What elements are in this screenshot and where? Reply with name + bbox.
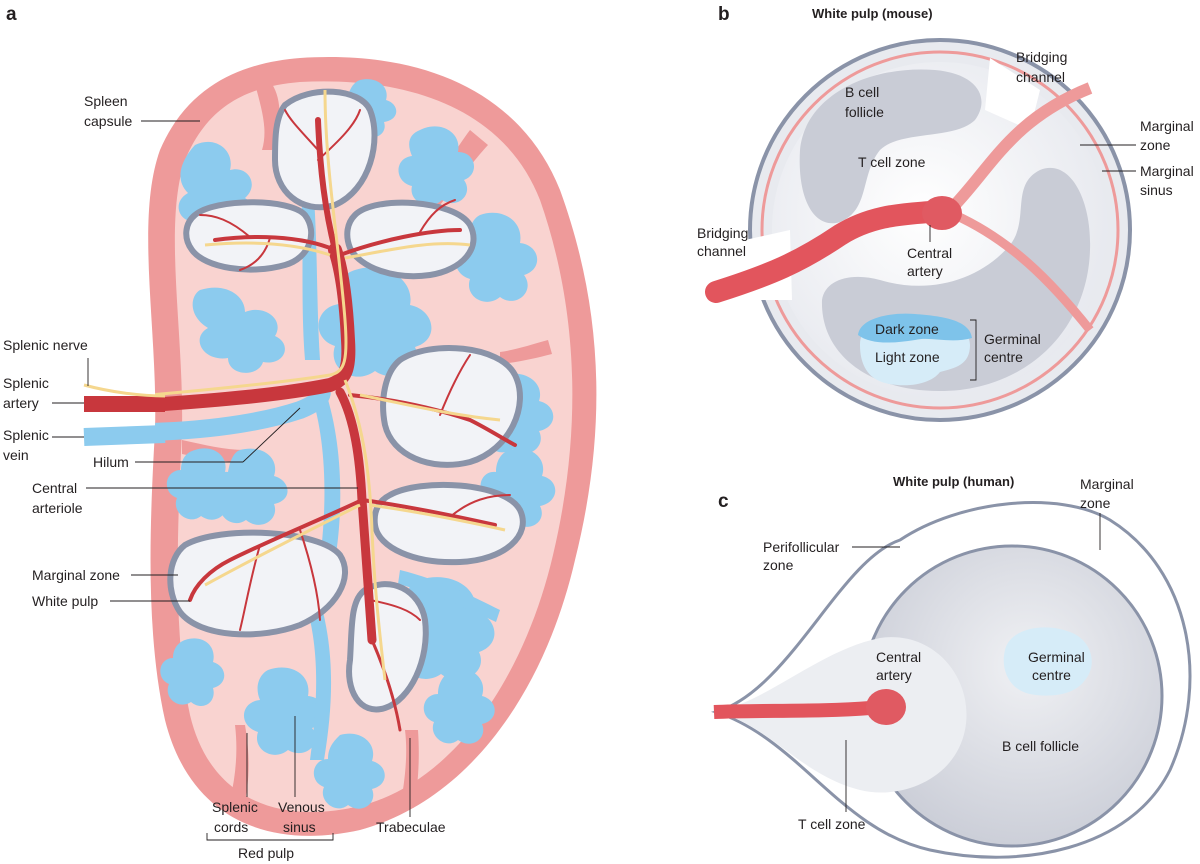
label-splenic-artery-1: Splenic [3, 375, 49, 391]
label-b-tcell: T cell zone [858, 154, 926, 170]
label-c-marginal-zone-2: zone [1080, 495, 1111, 511]
leader-hilum-2 [242, 407, 301, 463]
label-spleen-capsule-2: capsule [84, 113, 132, 129]
label-b-bridging-top-2: channel [1016, 69, 1065, 85]
label-c-perifollicular-1: Perifollicular [763, 539, 840, 555]
venous-sinuses [160, 79, 556, 809]
mouse-b-cell-follicle-top [799, 69, 982, 224]
bridging-gap-top [985, 58, 1040, 130]
label-b-bridging-left-2: channel [697, 243, 746, 259]
label-b-light-zone: Light zone [875, 349, 940, 365]
label-b-bcell-1: B cell [845, 84, 879, 100]
mouse-bridging-artery [705, 199, 956, 303]
bracket-b-germinal [970, 319, 977, 381]
label-splenic-artery-2: artery [3, 395, 39, 411]
label-c-marginal-zone-1: Marginal [1080, 476, 1134, 492]
human-central-artery [866, 689, 906, 725]
label-c-perifollicular-2: zone [763, 557, 794, 573]
label-marginal-zone: Marginal zone [32, 567, 120, 583]
panel-b-letter: b [718, 4, 730, 25]
label-hilum: Hilum [93, 454, 129, 470]
human-germinal-centre [1003, 627, 1092, 696]
label-b-bridging-left-1: Bridging [697, 225, 748, 241]
label-b-central-artery-1: Central [907, 245, 952, 261]
mouse-marginal-zone-ring [760, 50, 1120, 410]
label-white-pulp: White pulp [32, 593, 98, 609]
mouse-dark-zone [858, 313, 972, 343]
label-c-germinal-1: Germinal [1028, 649, 1085, 665]
panel-b-title: White pulp (mouse) [812, 6, 933, 21]
label-b-germinal-2: centre [984, 349, 1023, 365]
label-b-bridging-top-1: Bridging [1016, 49, 1067, 65]
label-venous-sinus-1: Venous [278, 799, 325, 815]
label-red-pulp: Red pulp [238, 845, 294, 861]
label-b-central-artery-2: artery [907, 263, 943, 279]
label-spleen-capsule-1: Spleen [84, 93, 128, 109]
human-central-artery-vessel [713, 701, 871, 719]
label-c-tcell: T cell zone [798, 816, 866, 832]
mouse-central-artery [922, 196, 962, 230]
label-venous-sinus-2: sinus [283, 819, 316, 835]
label-c-germinal-2: centre [1032, 667, 1071, 683]
mouse-branch-down [953, 210, 1094, 333]
splenic-vein-inner [149, 380, 331, 441]
label-splenic-vein-1: Splenic [3, 427, 49, 443]
label-b-marginal-zone-2: zone [1140, 137, 1171, 153]
nerve-fibres [149, 89, 506, 681]
label-c-central-artery-1: Central [876, 649, 921, 665]
label-b-germinal-1: Germinal [984, 331, 1041, 347]
label-central-arteriole-2: arteriole [32, 500, 83, 516]
mouse-branch-top [945, 82, 1093, 215]
panel-c: c White pulp (human) Marginal zone Perif… [711, 474, 1192, 859]
label-b-marginal-sinus-1: Marginal [1140, 163, 1194, 179]
label-central-arteriole-1: Central [32, 480, 77, 496]
splenic-vein [83, 425, 166, 446]
label-splenic-vein-2: vein [3, 447, 29, 463]
panel-b: b White pulp (mouse) Bridging channel B … [697, 4, 1194, 422]
splenic-nerve [83, 383, 166, 398]
label-c-central-artery-2: artery [876, 667, 912, 683]
label-b-dark-zone: Dark zone [875, 321, 939, 337]
label-b-bcell-2: follicle [845, 104, 884, 120]
panel-c-letter: c [718, 491, 729, 512]
label-splenic-nerve: Splenic nerve [3, 337, 88, 353]
label-c-bcell: B cell follicle [1002, 738, 1079, 754]
label-splenic-cords-2: cords [214, 819, 248, 835]
label-b-marginal-sinus-2: sinus [1140, 182, 1173, 198]
label-b-marginal-zone-1: Marginal [1140, 118, 1194, 134]
panel-a: a [3, 4, 597, 861]
panel-a-letter: a [6, 4, 17, 25]
panel-c-title: White pulp (human) [893, 474, 1014, 489]
label-trabeculae: Trabeculae [376, 819, 446, 835]
bracket-red-pulp [206, 833, 334, 841]
label-splenic-cords-1: Splenic [212, 799, 258, 815]
